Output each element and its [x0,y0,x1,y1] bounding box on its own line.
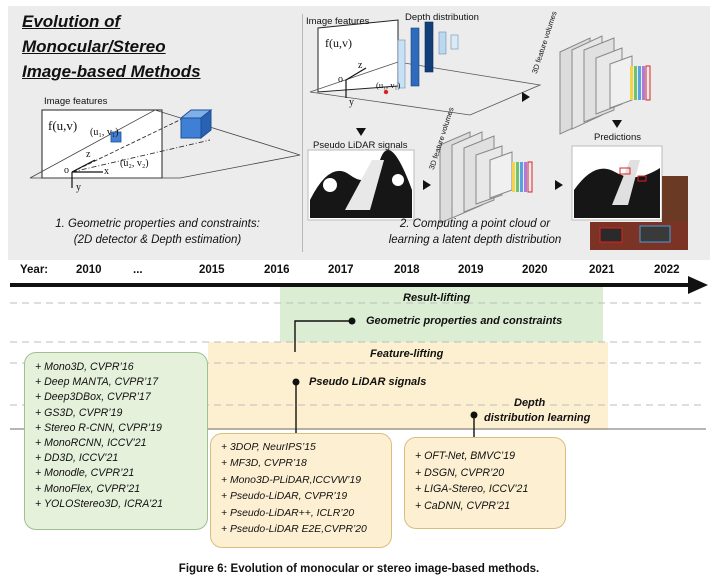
list-item: + MonoFlex, CVPR’21 [35,482,141,495]
tick-2017: 2017 [328,264,354,276]
depth-bar-3 [424,21,434,73]
title-line-3: Image-based Methods [22,62,201,81]
title-line-1: Evolution of [22,12,121,31]
list-item: + YOLOStereo3D, ICRA’21 [35,497,164,510]
title-line-2: Monocular/Stereo [22,37,166,56]
right-red-point [383,89,389,95]
list-item: + 3DOP, NeurIPS’15 [221,442,316,453]
tick-2020: 2020 [522,264,548,276]
right-ground-plane [309,61,542,116]
right-image-features-label: Image features [306,16,370,27]
left-axis-z-label: z [86,149,91,160]
year-label: Year: [20,264,49,276]
right-axis-z-label: z [358,60,363,71]
list-item: + Pseudo-LiDAR E2E,CVPR’20 [221,524,367,536]
arrow-down-pseudo [356,128,366,136]
list-item: + CaDNN, CVPR’21 [415,499,511,512]
list-item: + Deep MANTA, CVPR’17 [35,376,159,389]
left-point-1: (u₁, v₁) [90,127,119,138]
list-item: + Pseudo-LiDAR++, ICLR’20 [221,507,355,519]
list-item: + LIGA-Stereo, ICCV’21 [415,483,529,496]
pseudo-lidar-label: Pseudo LiDAR signals [313,140,408,151]
left-caption-line-2: (2D detector & Depth estimation) [73,234,242,246]
tick-2016: 2016 [264,264,290,276]
right-axis-o: o [338,74,343,85]
list-item: + OFT-Net, BMVC’19 [415,450,515,462]
tick-2021: 2021 [589,264,615,276]
right-axis-z [345,67,367,81]
depth-bar-2 [410,27,420,87]
left-axis-o: o [64,165,69,176]
tick-2019: 2019 [458,264,484,276]
feature-lifting-band [208,342,608,430]
geometric-label: Geometric properties and constraints [366,315,563,327]
figure-caption: Figure 6: Evolution of monocular or ster… [178,563,540,575]
list-item: + Monodle, CVPR’21 [35,467,135,480]
left-axis-x-label: x [104,166,109,177]
list-item: + Mono3D, CVPR’16 [35,361,134,373]
tick-2010: 2010 [76,264,102,276]
arrow-to-predictions [555,180,563,190]
result-lifting-label: Result-lifting [403,292,471,304]
depth-label-line-1: Depth [514,397,546,409]
pseudo-lidar-image [307,149,415,221]
tick-2015: 2015 [199,264,225,276]
left-caption-line-1: 1. Geometric properties and constraints: [55,218,260,230]
list-item: + Pseudo-LiDAR, CVPR’19 [221,491,348,503]
left-ray-1 [71,114,191,173]
arrow-to-mid-volumes [423,180,431,190]
depth-bar-1 [397,39,406,89]
result-lifting-band [280,283,603,342]
predictions-image [571,145,688,250]
left-axis-z [71,159,96,173]
arrow-down-predictions [612,120,622,128]
panel-divider [302,14,303,252]
list-item: + Deep3DBox, CVPR’17 [35,391,151,404]
left-ray-2 [71,139,211,173]
left-cube-side [200,108,212,140]
right-caption-line-2: learning a latent depth distribution [388,234,562,246]
tick-2018: 2018 [394,264,420,276]
pseudo-lidar-band-label: Pseudo LiDAR signals [309,376,427,388]
pseudo-lidar-methods-box: + 3DOP, NeurIPS’15 + MF3D, CVPR’18 + Mon… [210,433,392,548]
tick-ellipsis: ... [133,264,143,276]
depth-bar-4 [438,31,447,55]
top-feature-volumes [559,35,651,135]
left-function-label: f(u,v) [48,118,78,133]
mid-feature-volumes [439,131,533,224]
right-caption-line-1: 2. Computing a point cloud or [399,218,551,230]
geometric-methods-box: + Mono3D, CVPR’16 + Deep MANTA, CVPR’17 … [24,352,208,530]
depth-bar-5 [450,34,459,50]
left-point-2: (u₂, v₂) [120,158,149,169]
list-item: + MonoRCNN, ICCV’21 [35,437,147,450]
depth-methods-box: + OFT-Net, BMVC’19 + DSGN, CVPR’20 + LIG… [404,437,566,529]
left-small-box [110,131,122,143]
list-item: + DSGN, CVPR’20 [415,466,505,479]
arrow-to-top-volumes [522,92,530,102]
list-item: + Stereo R-CNN, CVPR’19 [35,421,162,434]
feature-lifting-label: Feature-lifting [370,348,444,360]
timeline-arrow-head [688,276,708,294]
right-axis-y-label: y [349,97,354,108]
list-item: + GS3D, CVPR’19 [35,406,123,419]
list-item: + MF3D, CVPR’18 [221,458,307,470]
predictions-label: Predictions [594,132,641,143]
list-item: + DD3D, ICCV’21 [35,452,119,465]
right-point-1: (u₁, v₁) [376,80,401,90]
left-axis-y-label: y [76,182,81,193]
depth-label-line-2: distribution learning [484,412,591,424]
list-item: + Mono3D-PLiDAR,ICCVW’19 [221,474,362,486]
tick-2022: 2022 [654,264,680,276]
depth-distribution-label: Depth distribution [405,12,479,23]
right-function-label: f(u,v) [325,36,352,50]
left-image-features-label: Image features [44,96,108,107]
